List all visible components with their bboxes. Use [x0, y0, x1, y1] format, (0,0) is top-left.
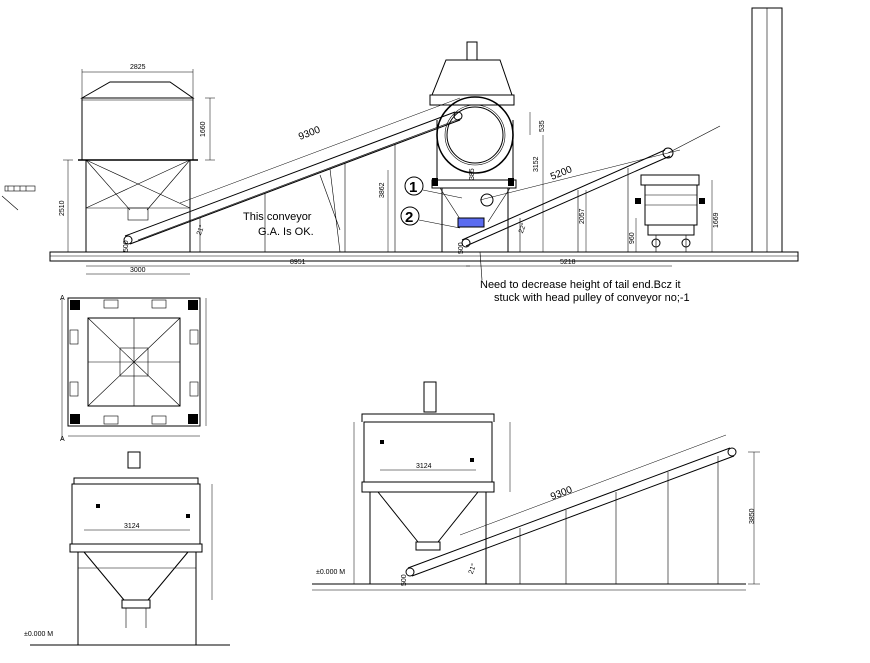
conveyor2-tail-dim: 500 [458, 242, 465, 254]
dryer-top-dim: 535 [539, 120, 546, 132]
level-left: ±0.000 M [24, 631, 53, 638]
base-frame [49, 251, 799, 262]
silo-base-dim: 3000 [130, 267, 146, 274]
callout-1: 1 [409, 179, 417, 196]
conveyor-1 [123, 97, 463, 253]
callout-2: 2 [405, 209, 413, 226]
hopper-elevation-left [30, 451, 230, 646]
feeder-height-dim: 960 [629, 232, 636, 244]
conveyor2-span-dim: 5218 [560, 259, 576, 266]
note-tail-end-line2: stuck with head pulley of conveyor no;-1 [494, 292, 690, 304]
conveyor2-length-dim: 5200 [549, 164, 574, 183]
section-mark-top: A [60, 295, 65, 302]
total-span-dim: 8951 [290, 259, 306, 266]
silo-leg-height-dim: 2510 [59, 200, 66, 216]
silo-top-height-dim: 1660 [200, 121, 207, 137]
silo [63, 69, 215, 275]
bottom-conveyor-height-dim: 3850 [749, 508, 756, 524]
conveyor1-tail-dim: 500 [123, 240, 130, 252]
section-mark-bottom: A [60, 436, 65, 443]
dryer-mid-dim: 385 [469, 168, 476, 180]
bottom-conveyor-length-dim: 9300 [549, 484, 574, 502]
conveyor2-height-dim: 2057 [579, 208, 586, 224]
level-right: ±0.000 M [316, 569, 345, 576]
left-fragment [1, 185, 36, 211]
callout-2-circle [400, 206, 420, 226]
top-elevation: 2825 1660 2510 3000 9300 500 21° 8951 [1, 7, 799, 304]
hopper-width-dim: 3124 [416, 463, 432, 470]
hopper-width-left-dim: 3124 [124, 523, 140, 530]
conveyor2-angle-dim: 22° [517, 222, 528, 235]
silo-width-dim: 2825 [130, 64, 146, 71]
feeder-unit [635, 174, 713, 252]
dryer-side-dim: 3152 [533, 156, 540, 172]
bottom-tail-dim: 500 [401, 574, 408, 586]
dryer-drum [387, 41, 544, 252]
note-conveyor-ok-line2: G.A. Is OK. [258, 226, 314, 238]
hopper-conveyor-elevation-right [312, 381, 760, 591]
note-conveyor-ok-line1: This conveyor [243, 211, 312, 223]
conveyor-2 [461, 125, 721, 267]
bottom-angle-dim: 21° [467, 562, 478, 575]
conveyor1-length-dim: 9300 [297, 124, 322, 142]
callout-1-circle [404, 176, 424, 196]
feeder-total-dim: 1669 [713, 212, 720, 228]
note-tail-end-line1: Need to decrease height of tail end.Bcz … [480, 279, 681, 291]
dryer-height-dim: 3862 [379, 182, 386, 198]
hopper-plan-view [61, 297, 207, 440]
conveyor1-angle-dim: 21° [195, 224, 206, 237]
